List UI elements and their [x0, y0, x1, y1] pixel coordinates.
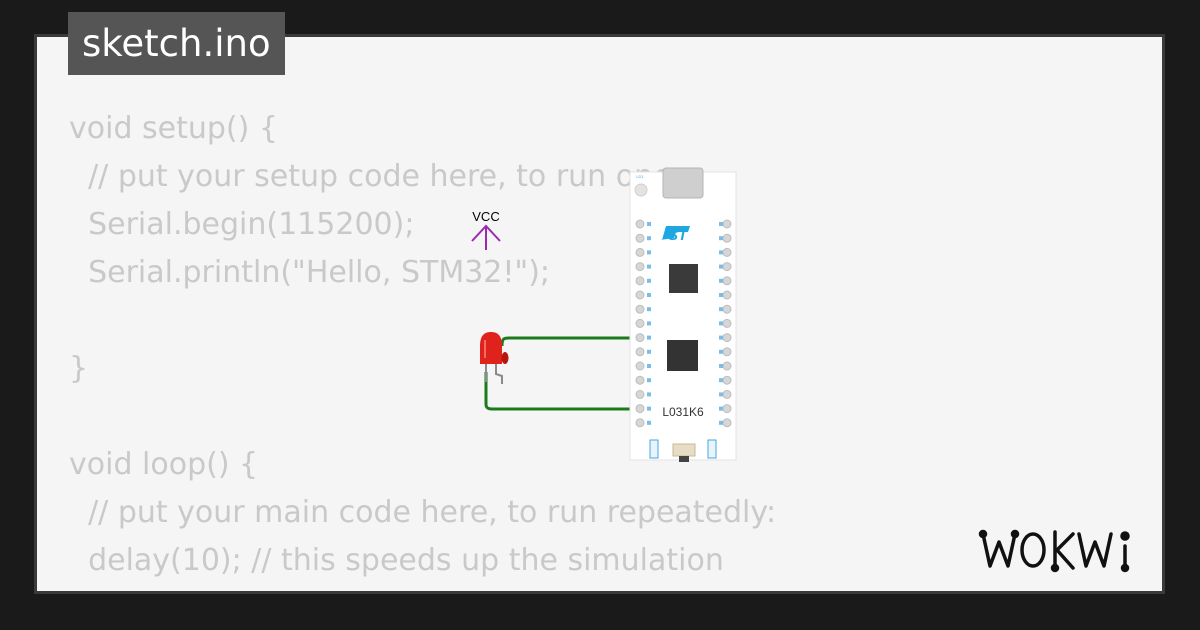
right-header-pin	[722, 347, 732, 357]
led-body	[480, 332, 502, 364]
vcc-arrow-icon	[471, 224, 501, 250]
left-header-pin	[635, 262, 645, 272]
right-header-pin	[722, 375, 732, 385]
wire-cathode[interactable]	[484, 372, 641, 411]
left-header-pin	[635, 404, 645, 414]
left-header-pin	[635, 304, 645, 314]
pin-label-mark	[719, 222, 723, 226]
led-leg-anode	[495, 362, 503, 384]
code-line-8: void loop() {	[69, 447, 259, 482]
mcu-chip	[667, 340, 698, 371]
left-header-pin	[635, 361, 645, 371]
usb-connector	[662, 167, 704, 199]
pin-label-mark	[647, 335, 651, 340]
pin-label-mark	[719, 321, 723, 326]
code-line-3: Serial.begin(115200);	[69, 207, 415, 242]
pin-label-mark	[719, 392, 723, 397]
vcc-symbol[interactable]: VCC	[471, 209, 501, 250]
left-header-pin	[635, 375, 645, 385]
reset-button-base	[679, 456, 689, 462]
vcc-label: VCC	[472, 209, 499, 224]
pin-label-mark	[719, 406, 723, 411]
right-header-pin	[722, 418, 732, 428]
pin-label-mark	[719, 420, 723, 425]
pin-label-mark	[647, 321, 651, 326]
pin-label-mark	[647, 250, 651, 255]
pin-label-mark	[719, 307, 723, 312]
pin-label-mark	[647, 307, 651, 312]
pin-label-mark	[719, 349, 723, 354]
led-ld1	[634, 183, 648, 197]
left-header-pin	[635, 247, 645, 257]
left-header-pin	[635, 276, 645, 286]
wokwi-logo	[978, 529, 1130, 573]
right-header-pin	[722, 262, 732, 272]
left-header-pin	[635, 219, 645, 229]
pin-label-mark	[719, 293, 723, 297]
code-line-6: }	[69, 351, 89, 386]
left-header-pin	[635, 318, 645, 328]
pin-label-mark	[647, 349, 651, 354]
right-header-pin	[722, 304, 732, 314]
st-logo-icon: ST	[660, 226, 690, 244]
board-pins	[635, 219, 732, 428]
code-line-1: void setup() {	[69, 111, 278, 146]
right-header-pin	[722, 389, 732, 399]
right-header-pin	[722, 276, 732, 286]
pin-label-mark	[719, 278, 723, 283]
code-line-10: delay(10); // this speeds up the simulat…	[69, 543, 724, 578]
reset-button[interactable]	[672, 443, 696, 457]
pin-label-mark	[719, 364, 723, 368]
right-header-pin	[722, 361, 732, 371]
pin-label-mark	[647, 222, 651, 226]
wire-anode[interactable]	[500, 336, 641, 347]
code-card: void setup() { // put your setup code he…	[34, 34, 1165, 594]
led-red[interactable]	[480, 332, 509, 384]
pin-label-mark	[647, 278, 651, 283]
led-rim	[501, 352, 509, 364]
board-label: L031K6	[662, 405, 704, 419]
jumper-left	[649, 439, 659, 459]
jumper-right	[707, 439, 717, 459]
left-header-pin	[635, 418, 645, 428]
left-header-pin	[635, 333, 645, 343]
code-editor: void setup() { // put your setup code he…	[69, 105, 776, 585]
left-header-pin	[635, 290, 645, 300]
right-header-pin	[722, 290, 732, 300]
right-header-pin	[722, 333, 732, 343]
right-header-pin	[722, 233, 732, 243]
pin-label-mark	[647, 293, 651, 297]
pin-label-mark	[719, 335, 723, 340]
pin-label-mark	[647, 420, 651, 425]
code-line-9: // put your main code here, to run repea…	[69, 495, 777, 530]
pin-label-mark	[719, 236, 723, 241]
right-header-pin	[722, 404, 732, 414]
pin-label-mark	[647, 392, 651, 397]
pin-label-mark	[647, 378, 651, 383]
ld1-label: LD1	[636, 174, 644, 179]
left-header-pin	[635, 389, 645, 399]
stm32-nucleo-board[interactable]: LD1 ST L031K6	[629, 167, 737, 462]
right-header-pin	[722, 247, 732, 257]
pin-label-mark	[647, 264, 651, 269]
file-tab[interactable]: sketch.ino	[68, 12, 285, 75]
pin-label-mark	[647, 364, 651, 368]
pin-label-mark	[647, 236, 651, 241]
left-header-pin	[635, 233, 645, 243]
chip-small	[669, 264, 698, 293]
svg-text:ST: ST	[668, 227, 689, 244]
right-header-pin	[722, 219, 732, 229]
right-header-pin	[722, 318, 732, 328]
left-header-pin	[635, 347, 645, 357]
board-pcb	[629, 171, 737, 461]
code-line-4: Serial.println("Hello, STM32!");	[69, 255, 551, 290]
pin-label-mark	[719, 264, 723, 269]
pin-label-mark	[719, 250, 723, 255]
pin-label-mark	[719, 378, 723, 383]
code-line-2: // put your setup code here, to run once…	[69, 159, 699, 194]
pin-label-mark	[647, 406, 651, 411]
